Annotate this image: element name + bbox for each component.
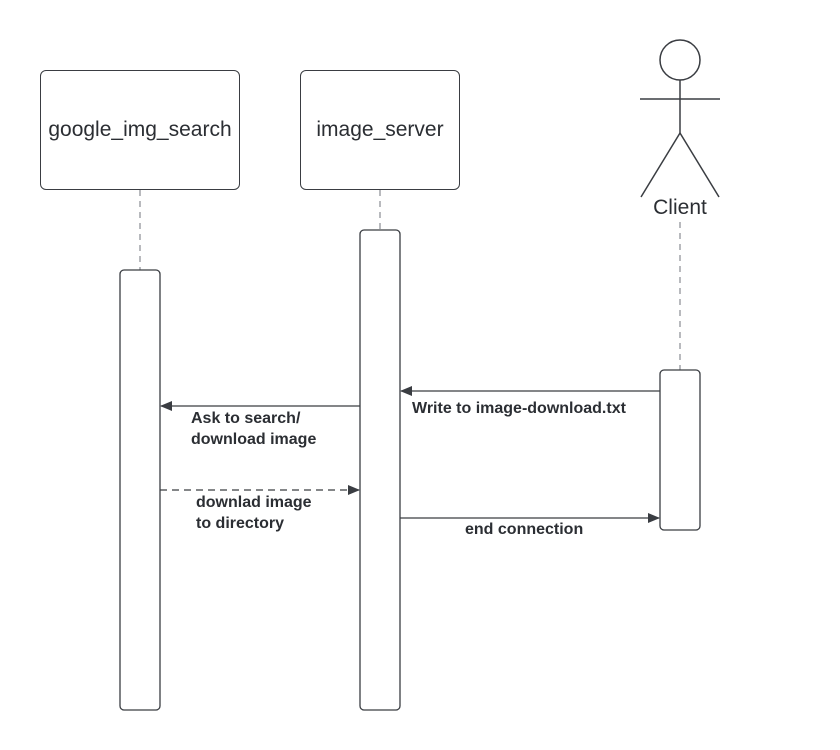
message-write-label: Write to image-download.txt <box>412 400 626 417</box>
message-download-line2: to directory <box>196 515 285 532</box>
participant-client-label: Client <box>653 196 707 219</box>
message-end-label: end connection <box>465 521 584 538</box>
activation-server <box>359 229 401 711</box>
participant-google-img-search: google_img_search <box>40 70 240 190</box>
message-ask-line2: download image <box>191 431 317 448</box>
participant-label: google_img_search <box>48 118 232 141</box>
participant-image-server: image_server <box>300 70 460 190</box>
message-ask-line1: Ask to search/ <box>191 410 301 427</box>
message-ask-label: Ask to search/ download image <box>191 408 316 450</box>
client-actor-icon <box>640 39 720 198</box>
activation-google <box>119 269 161 711</box>
participant-label: image_server <box>316 118 444 141</box>
activation-client <box>659 369 701 531</box>
message-download-label: downlad image to directory <box>196 492 312 534</box>
message-download-line1: downlad image <box>196 494 312 511</box>
